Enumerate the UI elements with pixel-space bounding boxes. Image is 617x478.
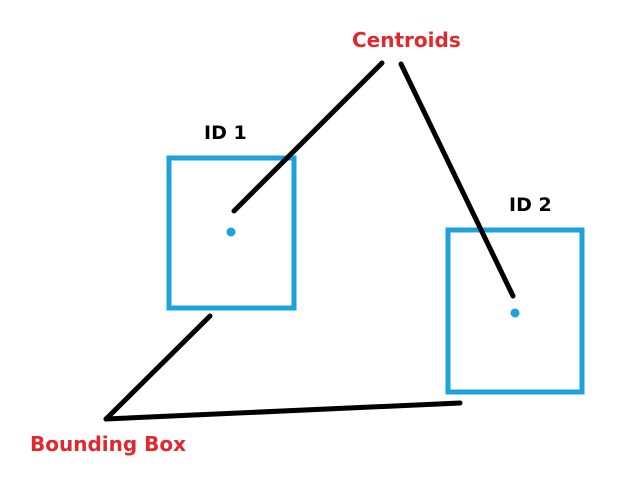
bounding-box-pointer-id1 xyxy=(103,313,213,422)
id1-label: ID 1 xyxy=(204,122,247,144)
bounding-box-label: Bounding Box xyxy=(30,432,187,456)
bounding-box-id2 xyxy=(445,227,585,395)
centroid-dot-id1 xyxy=(226,227,236,237)
id2-label: ID 2 xyxy=(509,194,552,216)
bounding-box-id1 xyxy=(166,155,297,311)
centroids-label: Centroids xyxy=(352,28,461,52)
centroids-pointer-id1 xyxy=(231,60,385,214)
centroid-dot-id2 xyxy=(510,308,520,318)
centroids-pointer-id2 xyxy=(398,61,516,299)
bounding-box-pointer-id2 xyxy=(103,400,463,422)
